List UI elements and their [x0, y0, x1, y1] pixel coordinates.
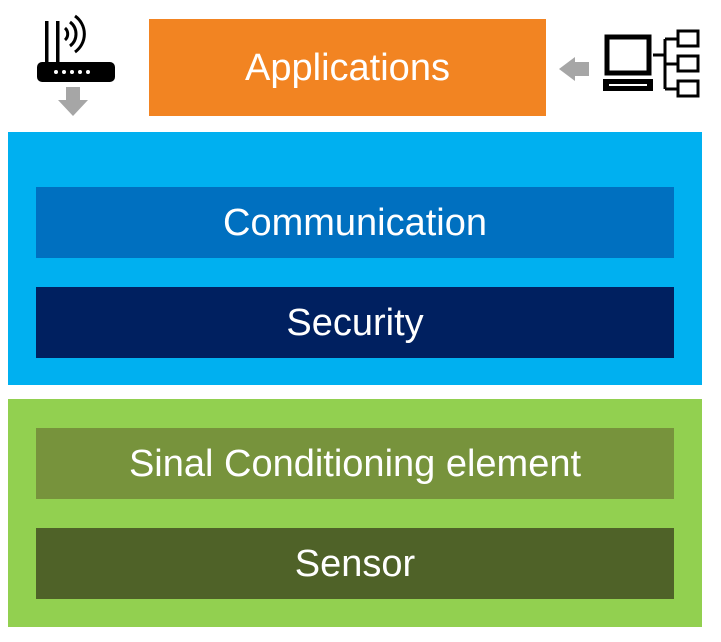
sensor-layer: Sensor — [36, 528, 674, 599]
down-arrow-icon — [58, 87, 88, 116]
signal-conditioning-label: Sinal Conditioning element — [128, 442, 582, 485]
sensor-label: Sensor — [294, 542, 416, 585]
applications-block: Applications — [149, 19, 546, 116]
applications-label: Applications — [245, 46, 450, 89]
communication-label: Communication — [223, 201, 487, 244]
communication-layer: Communication — [36, 187, 674, 258]
signal-conditioning-layer: Sinal Conditioning element — [36, 428, 674, 499]
wifi-router-icon — [37, 14, 115, 116]
security-label: Security — [286, 301, 424, 344]
left-arrow-icon — [559, 57, 589, 81]
computer-network-icon — [559, 29, 700, 98]
security-layer: Security — [36, 287, 674, 358]
